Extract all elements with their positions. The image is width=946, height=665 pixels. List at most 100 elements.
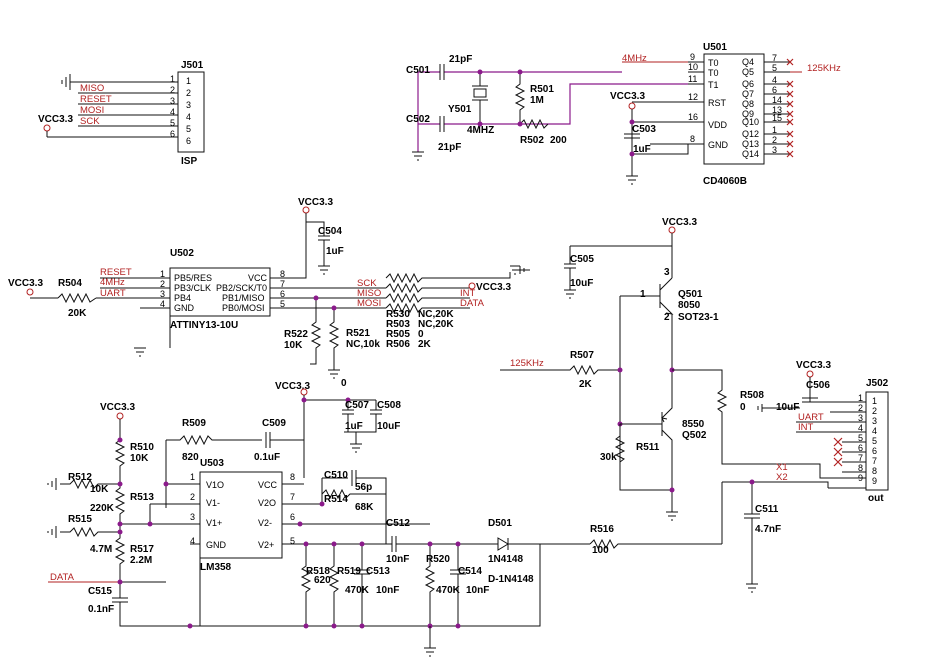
- vcc-label: VCC3.3: [38, 114, 73, 125]
- c509-ref: C509: [262, 418, 286, 429]
- pin: 10: [688, 62, 698, 72]
- no-connect-mark: [786, 118, 794, 126]
- r501-ref: R501: [530, 84, 554, 95]
- r518-val: 620: [314, 575, 331, 586]
- pin: 4: [872, 426, 877, 436]
- net-x1: X1: [776, 462, 788, 473]
- j501-body: [177, 71, 205, 153]
- pin: 3: [190, 512, 195, 522]
- r517-ref: R517: [130, 544, 154, 555]
- pin: 2: [772, 135, 777, 145]
- pin: 2: [872, 406, 877, 416]
- u503-name: LM358: [200, 562, 232, 573]
- pin: 3: [170, 96, 175, 106]
- pin: 4: [858, 423, 863, 433]
- net-x2: X2: [776, 472, 788, 483]
- pin-label: Q4: [742, 57, 754, 67]
- r503-val: NC,20K: [418, 319, 454, 330]
- c508-val: 10uF: [377, 421, 400, 432]
- r505-val: 0: [418, 329, 424, 340]
- u502-mcu: U502 ATTINY13-10U PB5/RES PB3/CLK PB4 GN…: [8, 197, 530, 389]
- pin: 5: [858, 433, 863, 443]
- r508-ref: R508: [740, 390, 764, 401]
- net-uart: UART: [798, 412, 824, 423]
- c507-val: 1uF: [345, 421, 363, 432]
- c513-ref: C513: [366, 566, 390, 577]
- r508-val: 0: [740, 402, 746, 413]
- pin: 8: [280, 269, 285, 279]
- r510-ref: R510: [130, 442, 154, 453]
- u502-body: [169, 267, 271, 317]
- no-connect-mark: [786, 58, 794, 66]
- net-int: INT: [798, 422, 814, 433]
- out-label: out: [868, 493, 884, 504]
- pin: 4: [190, 536, 195, 546]
- no-connect-mark: [786, 140, 794, 148]
- r502-ref: R502: [520, 135, 544, 146]
- y501-val: 4MHZ: [467, 125, 494, 136]
- pin-label: T1: [708, 80, 719, 90]
- pin: 1: [186, 76, 191, 86]
- no-connect-mark: [786, 150, 794, 158]
- pin: 14: [772, 95, 782, 105]
- r519-ref: R519: [337, 566, 361, 577]
- d501-ref: D501: [488, 518, 512, 529]
- r522-ref: R522: [284, 329, 308, 340]
- r513-val: 220K: [90, 503, 115, 514]
- pin: 16: [688, 112, 698, 122]
- pin: 7: [772, 53, 777, 63]
- r515-ref: R515: [68, 514, 92, 525]
- no-connect-mark: [786, 90, 794, 98]
- no-connect-mark: [786, 130, 794, 138]
- c511-val: 4.7nF: [755, 524, 781, 535]
- pin: 11: [688, 74, 697, 84]
- net-miso: MISO: [357, 288, 381, 299]
- pin: 5: [170, 118, 175, 128]
- amplifier: U503 LM358 V1O V1- V1+ GND VCC V2O V2- V…: [47, 402, 722, 657]
- r504-ref: R504: [58, 278, 82, 289]
- r513-ref: R513: [130, 492, 154, 503]
- r511-val: 30k: [600, 452, 617, 463]
- pin-label: VDD: [708, 120, 728, 130]
- j502-ref: J502: [866, 378, 889, 389]
- pin-label: PB4: [174, 293, 191, 303]
- pin: 1: [160, 269, 165, 279]
- vcc-label: VCC3.3: [476, 282, 511, 293]
- vcc-label: VCC3.3: [610, 91, 645, 102]
- pin: 5: [280, 299, 285, 309]
- r505-ref: R505: [386, 329, 410, 340]
- pin: 4: [772, 75, 777, 85]
- pin: 2: [170, 85, 175, 95]
- vcc-label: VCC3.3: [662, 217, 697, 228]
- q502-ref: Q502: [682, 430, 707, 441]
- q501-pkg: SOT23-1: [678, 312, 719, 323]
- pin-label: Q7: [742, 89, 754, 99]
- pin: 9: [858, 473, 863, 483]
- r510-val: 10K: [130, 453, 149, 464]
- net-4mhz: 4MHz: [622, 53, 647, 64]
- pin-label: Q5: [742, 67, 754, 77]
- r507-ref: R507: [570, 350, 594, 361]
- c502-val: 21pF: [438, 142, 461, 153]
- c510-val: 56p: [355, 482, 372, 493]
- r514-ref: R514: [324, 494, 348, 505]
- pin: 1: [858, 393, 863, 403]
- r514-val: 68K: [355, 502, 374, 513]
- r506-val: 2K: [418, 339, 432, 350]
- pin-label: PB0/MOSI: [222, 303, 265, 313]
- net-reset: RESET: [80, 94, 112, 105]
- r516-ref: R516: [590, 524, 614, 535]
- c507-ref: C507: [345, 400, 369, 411]
- c508-ref: C508: [377, 400, 401, 411]
- pin-label: Q12: [742, 129, 759, 139]
- net-miso: MISO: [80, 83, 104, 94]
- r530-val: NC,20K: [418, 309, 454, 320]
- c509-val: 0.1uF: [254, 452, 280, 463]
- j501-ref: J501: [181, 60, 204, 71]
- c505-val: 10uF: [570, 278, 593, 289]
- pin: 8: [858, 463, 863, 473]
- pin-label: T0: [708, 68, 719, 78]
- r502-val: 200: [550, 135, 567, 146]
- isp-connector: J501 ISP 1 2 3 4 5 6 1 2 3 4 5 6 MISO RE…: [38, 60, 205, 167]
